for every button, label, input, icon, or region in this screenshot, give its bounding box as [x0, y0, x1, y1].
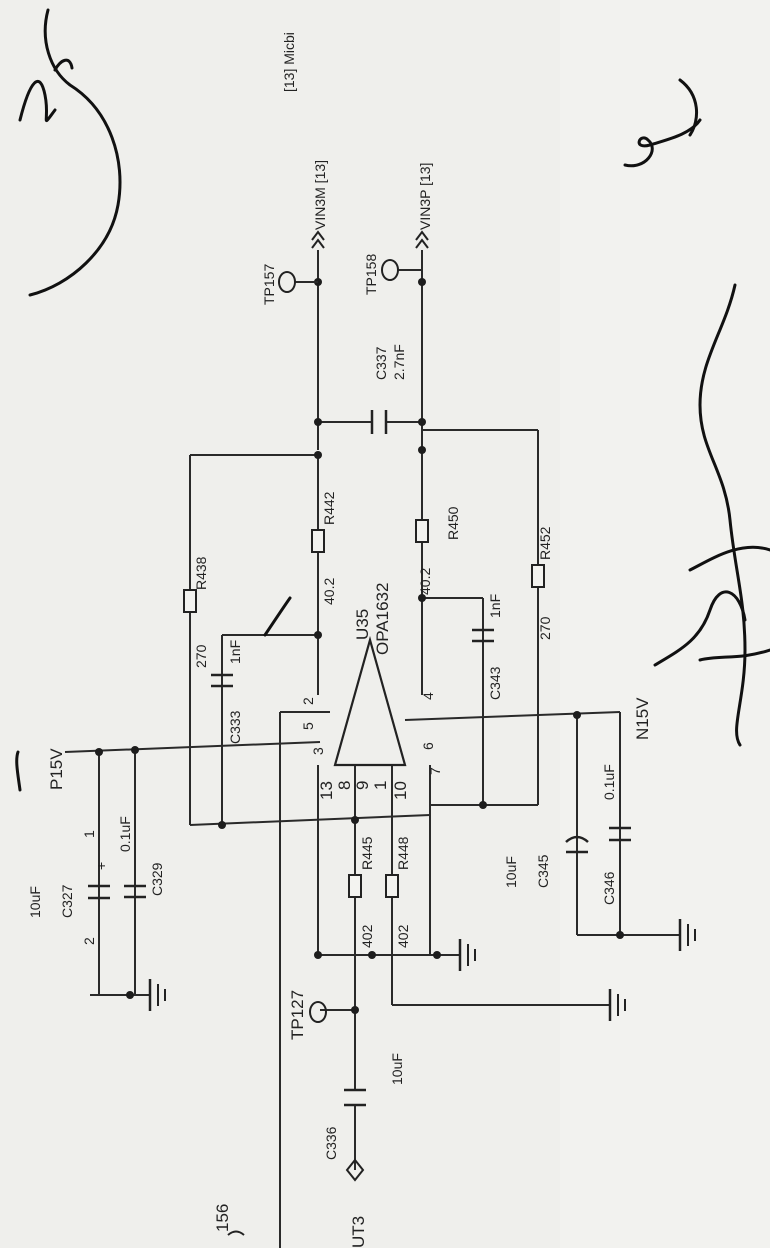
opamp-part-label: OPA1632 [373, 583, 392, 655]
wiring [64, 250, 680, 1248]
r450-value: 40.2 [417, 568, 433, 595]
test-point-circles [278, 259, 422, 1023]
opamp-pin-8: 8 [335, 781, 354, 790]
c345-ref: C345 [535, 854, 551, 888]
r448-ref: R448 [395, 836, 411, 870]
opamp-ref-label: U35 [353, 609, 372, 640]
r452-ref: R452 [537, 526, 553, 560]
c345-value: 10uF [503, 856, 519, 888]
r445-ref: R445 [359, 836, 375, 870]
net-vin3m-label: VIN3M [13] [312, 160, 328, 230]
junction-dots [95, 278, 624, 1014]
net-vin3p-label: VIN3P [13] [417, 163, 433, 230]
c343-ref: C343 [487, 666, 503, 700]
r442-value: 40.2 [321, 578, 337, 605]
r448-value: 402 [395, 924, 411, 948]
tp158-label: TP158 [363, 254, 379, 295]
opamp-pin-2: 2 [300, 697, 316, 705]
c333-ref: C333 [227, 710, 243, 744]
c336-value: 10uF [389, 1053, 405, 1085]
sheet-ref-label: [13] Micbi [281, 32, 297, 92]
opamp-pin-1: 1 [371, 781, 390, 790]
resistor-bodies [183, 519, 545, 898]
c346-value: 0.1uF [601, 764, 617, 800]
r445-value: 402 [359, 924, 375, 948]
c336-ref: C336 [323, 1126, 339, 1160]
c337-value: 2.7nF [391, 344, 407, 380]
r442-ref: R442 [321, 491, 337, 525]
r438-ref: R438 [193, 556, 209, 590]
c327-value: 10uF [27, 886, 43, 918]
net-p15v-label: P15V [47, 748, 66, 790]
c329-value: 0.1uF [117, 816, 133, 852]
r452-value: 270 [537, 616, 553, 640]
opamp-pin-7: 7 [427, 767, 443, 775]
c327-polarity: + [93, 862, 109, 870]
c327-ref: C327 [59, 884, 75, 918]
opamp-pin-10: 10 [391, 781, 410, 800]
c327-pin-1: 1 [81, 830, 97, 838]
connector-arrows [227, 230, 429, 1236]
tp127-label: TP127 [288, 990, 307, 1040]
net-156-label: 156 [213, 1204, 232, 1232]
handwritten-annotations [15, 8, 770, 792]
opamp-pin-6: 6 [420, 742, 436, 750]
opamp-pin-3: 3 [310, 747, 326, 755]
net-n15v-label: N15V [633, 697, 652, 740]
net-ut3-label: UT3 [349, 1216, 368, 1248]
ground-symbols [148, 919, 696, 1021]
c343-value: 1nF [487, 594, 503, 618]
opamp-pin-5: 5 [300, 722, 316, 730]
capacitor-plates [88, 410, 631, 1107]
r450-ref: R450 [445, 506, 461, 540]
c337-ref: C337 [373, 346, 389, 380]
text-labels: [13] Micbi VIN3M [13] VIN3P [13] P15V N1… [27, 32, 652, 1248]
c327-pin-2: 2 [81, 937, 97, 945]
paper-highlight [560, 0, 770, 1248]
c346-ref: C346 [601, 871, 617, 905]
r438-value: 270 [193, 644, 209, 668]
tp157-label: TP157 [261, 264, 277, 305]
opamp-pin-13: 13 [317, 781, 336, 800]
opamp-pin-9: 9 [353, 781, 372, 790]
c329-ref: C329 [149, 862, 165, 896]
opamp-pin-4: 4 [420, 692, 436, 700]
opamp-symbol [333, 635, 407, 767]
c333-value: 1nF [227, 640, 243, 664]
